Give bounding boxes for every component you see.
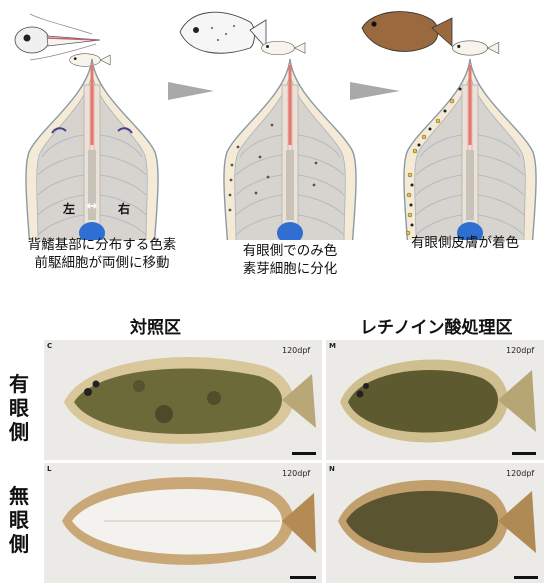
caption-panel-2-line-1: 有眼側でのみ色 — [230, 242, 350, 260]
caption-panel-2-line-2: 素芽細胞に分化 — [230, 260, 350, 278]
larva-sketch-1 — [15, 14, 110, 66]
pigmented-flounder-sketch — [362, 12, 499, 56]
caption-panel-1: 背鰭基部に分布する色素 前駆細胞が両側に移動 — [22, 236, 182, 272]
panel-letter-l: L — [47, 465, 51, 473]
caption-panel-3: 有眼側皮膚が着色 — [400, 234, 530, 252]
photo-ra-blind-side: N 120dpf — [326, 463, 544, 583]
left-side-label: 左 — [63, 200, 75, 217]
photo-control-blind-side: L 120dpf — [44, 463, 322, 583]
progress-arrow-2 — [350, 82, 400, 100]
tissue-section-3 — [404, 59, 536, 240]
juvenile-sketch — [180, 12, 305, 54]
row-label-eyed-side: 有眼側 — [6, 372, 32, 444]
scale-bar-n — [514, 576, 538, 579]
right-side-label: 右 — [118, 200, 130, 217]
scale-bar-l — [290, 576, 316, 579]
row-label-blind-side: 無眼側 — [6, 484, 32, 556]
tissue-section-2 — [224, 59, 356, 240]
panel-age-n: 120dpf — [506, 469, 534, 478]
panel-age-c: 120dpf — [282, 346, 310, 355]
panel-letter-c: C — [47, 342, 52, 350]
panel-letter-m: M — [329, 342, 336, 350]
caption-panel-1-line-1: 背鰭基部に分布する色素 — [22, 236, 182, 254]
caption-panel-3-line-1: 有眼側皮膚が着色 — [400, 234, 530, 252]
caption-panel-2: 有眼側でのみ色 素芽細胞に分化 — [230, 242, 350, 278]
photo-ra-eyed-side: M 120dpf — [326, 340, 544, 460]
column-header-retinoic-acid: レチノイン酸処理区 — [360, 313, 513, 338]
photo-control-eyed-side: C 120dpf — [44, 340, 322, 460]
progress-arrow-1 — [168, 82, 214, 100]
panel-age-m: 120dpf — [506, 346, 534, 355]
panel-age-l: 120dpf — [282, 469, 310, 478]
column-header-control: 対照区 — [130, 313, 181, 338]
bidirectional-arrow-icon: ↔ — [80, 199, 104, 214]
caption-panel-1-line-2: 前駆細胞が両側に移動 — [22, 254, 182, 272]
scale-bar-c — [292, 452, 316, 455]
scale-bar-m — [512, 452, 536, 455]
panel-letter-n: N — [329, 465, 335, 473]
